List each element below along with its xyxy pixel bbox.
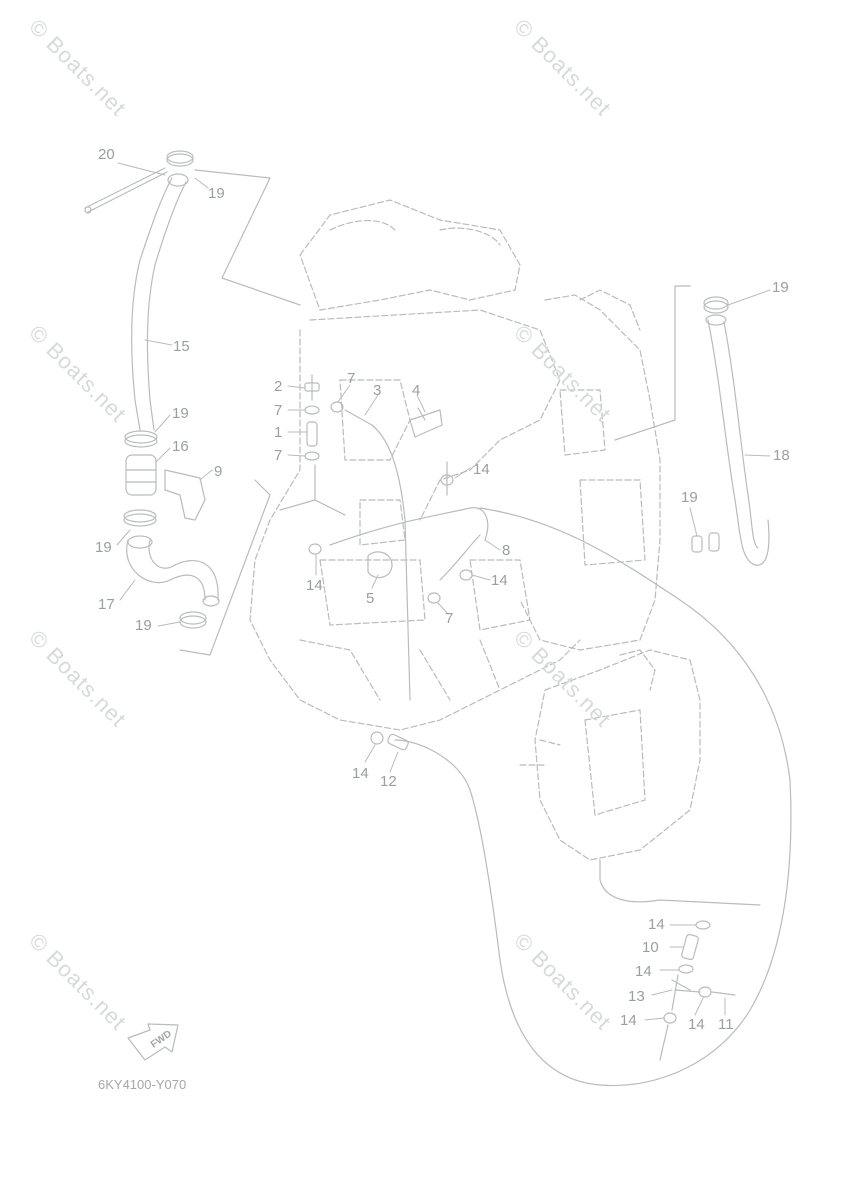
- hose-10: [681, 933, 699, 961]
- hose-3: [344, 409, 411, 701]
- callout-label: 15: [173, 338, 190, 355]
- clamp-19-right: [691, 532, 720, 553]
- callout-label: 19: [681, 489, 698, 506]
- callout-label: 14: [635, 963, 652, 980]
- callout-label: 19: [95, 539, 112, 556]
- clip-14-left: [370, 731, 384, 745]
- joint-16: [125, 454, 157, 496]
- callout-label: 10: [642, 939, 659, 956]
- callout-label: 5: [366, 590, 375, 607]
- hose-15: [131, 173, 189, 431]
- clamp-19-top: [166, 150, 194, 167]
- callout-label: 20: [98, 146, 115, 163]
- callout-label: 13: [628, 988, 645, 1005]
- hose-12: [387, 733, 409, 751]
- leader-line: [279, 464, 346, 516]
- callout-label: 17: [98, 596, 115, 613]
- diagram-code: 6KY4100-Y070: [98, 1077, 187, 1092]
- callout-label: 14: [473, 461, 490, 478]
- fwd-arrow-icon: [127, 1023, 179, 1061]
- callout-label: 16: [172, 438, 189, 455]
- callout-label: 8: [502, 542, 511, 559]
- callout-label: 7: [274, 447, 283, 464]
- clip-14-mid: [308, 543, 322, 555]
- grommet-7d: [427, 592, 441, 604]
- callout-label: 18: [773, 447, 790, 464]
- joint-13: [671, 974, 701, 1011]
- bolt-20: [84, 167, 168, 214]
- callout-label: 7: [274, 402, 283, 419]
- hose-18: [705, 314, 770, 566]
- leader-line: [179, 479, 271, 656]
- bracket-9: [164, 469, 206, 521]
- callout-label: 4: [412, 382, 421, 399]
- callout-label: 12: [380, 773, 397, 790]
- clip-14-lower-1: [695, 920, 711, 930]
- hose-8: [329, 507, 792, 1087]
- grommet-7a: [304, 405, 320, 415]
- callout-label: 14: [620, 1012, 637, 1029]
- clamp-19-bottom: [179, 611, 207, 629]
- callout-label: 14: [491, 572, 508, 589]
- clip-14-right: [459, 569, 473, 581]
- clamp-19-mid: [124, 430, 158, 448]
- callout-label: 19: [772, 279, 789, 296]
- clip-14-lower-4: [659, 1012, 677, 1061]
- grommet-7b: [304, 451, 320, 461]
- hose-17: [126, 535, 220, 607]
- callout-label: 11: [718, 1016, 734, 1033]
- grommet-7c: [330, 401, 344, 413]
- clip-14-lower-3: [698, 986, 712, 998]
- callout-label: 9: [214, 463, 223, 480]
- clamp-19-right-top: [703, 296, 729, 314]
- clip-14-top: [440, 461, 454, 496]
- engine-block: [249, 199, 661, 731]
- callout-label: 7: [347, 370, 356, 387]
- callout-label: 1: [274, 424, 283, 441]
- hose-1: [306, 421, 318, 447]
- fitting-2: [304, 374, 320, 401]
- callout-label: 19: [135, 617, 152, 634]
- bracket-4: [409, 407, 443, 438]
- callout-label: 14: [688, 1016, 705, 1033]
- callout-leaders: [116, 162, 771, 1021]
- callout-label: 14: [306, 577, 323, 594]
- clamp-5: [367, 551, 393, 579]
- leader-line: [194, 169, 301, 306]
- clamp-19-lower: [123, 509, 157, 527]
- clip-14-lower-2: [678, 964, 694, 974]
- callout-label: 3: [373, 382, 382, 399]
- leader-line: [614, 285, 691, 441]
- fuel-line: [599, 859, 761, 906]
- callout-label: 14: [648, 916, 665, 933]
- callout-label: 7: [445, 610, 454, 627]
- callout-label: 14: [352, 765, 369, 782]
- callout-label: 19: [172, 405, 189, 422]
- fuel-filter: [519, 649, 701, 861]
- callout-label: 2: [274, 378, 283, 395]
- callout-label: 19: [208, 185, 225, 202]
- hose-11: [711, 991, 736, 996]
